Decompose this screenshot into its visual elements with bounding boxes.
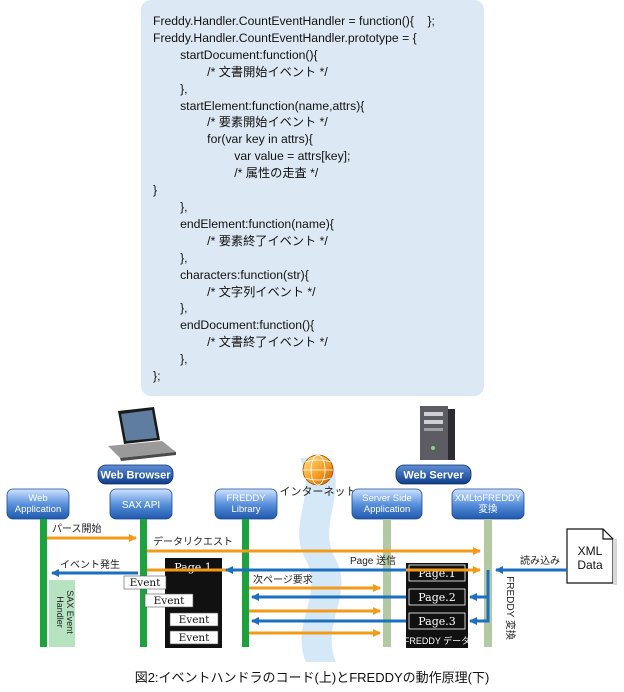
lifeline-freddy-library <box>242 519 249 647</box>
globe-icon <box>302 454 334 486</box>
server-page-2: Page.2 <box>408 588 466 606</box>
label-data-request: データリクエスト <box>153 535 233 548</box>
server-page-1: Page.1 <box>408 564 466 582</box>
freddy-convert-label: FREDDY 変換 <box>504 576 517 640</box>
event-box-3: Event <box>169 612 219 627</box>
lifeline-server-side-application <box>383 519 391 647</box>
svg-text:SAX API: SAX API <box>122 500 160 511</box>
web-server-title: Web Server <box>395 464 472 485</box>
svg-text:Web Server: Web Server <box>403 470 464 482</box>
event-box-2: Event <box>144 593 194 608</box>
internet-label: インターネット <box>280 485 357 498</box>
sax-event-handler-label: SAX EventHandler <box>55 590 75 634</box>
code-panel: Freddy.Handler.CountEventHandler = funct… <box>141 0 484 396</box>
event-box-4: Event <box>169 630 219 645</box>
code-listing: Freddy.Handler.CountEventHandler = funct… <box>153 14 435 384</box>
server-icon <box>420 406 455 460</box>
component-sax-api: SAX API <box>109 488 173 520</box>
sax-event-handler-bar <box>49 580 75 647</box>
web-browser-title: Web Browser <box>97 464 174 485</box>
server-page-3: Page.3 <box>408 612 466 630</box>
label-next-page: 次ページ要求 <box>253 573 313 586</box>
svg-text:Event: Event <box>179 632 211 644</box>
freddy-data-label: FREDDY データ <box>404 635 470 646</box>
svg-text:Event: Event <box>154 595 186 607</box>
event-box-1: Event <box>123 575 167 590</box>
figure-caption: 図2:イベントハンドラのコード(上)とFREDDYの動作原理(下) <box>134 670 490 685</box>
label-read-in: 読み込み <box>520 554 560 567</box>
label-parse-start: パース開始 <box>52 522 102 535</box>
svg-text:Event: Event <box>179 614 211 626</box>
lifeline-web-application <box>40 519 47 647</box>
arrow-convert-feed <box>469 570 490 625</box>
svg-text:Page.3: Page.3 <box>418 615 456 628</box>
svg-text:Event: Event <box>130 577 162 589</box>
label-event-fire: イベント発生 <box>60 558 120 571</box>
svg-text:Page.2: Page.2 <box>418 591 456 604</box>
label-page-send: Page 送信 <box>350 554 396 567</box>
laptop-icon <box>108 407 176 461</box>
svg-text:Web Browser: Web Browser <box>100 470 171 482</box>
client-page-1: Page.1 <box>174 561 212 574</box>
